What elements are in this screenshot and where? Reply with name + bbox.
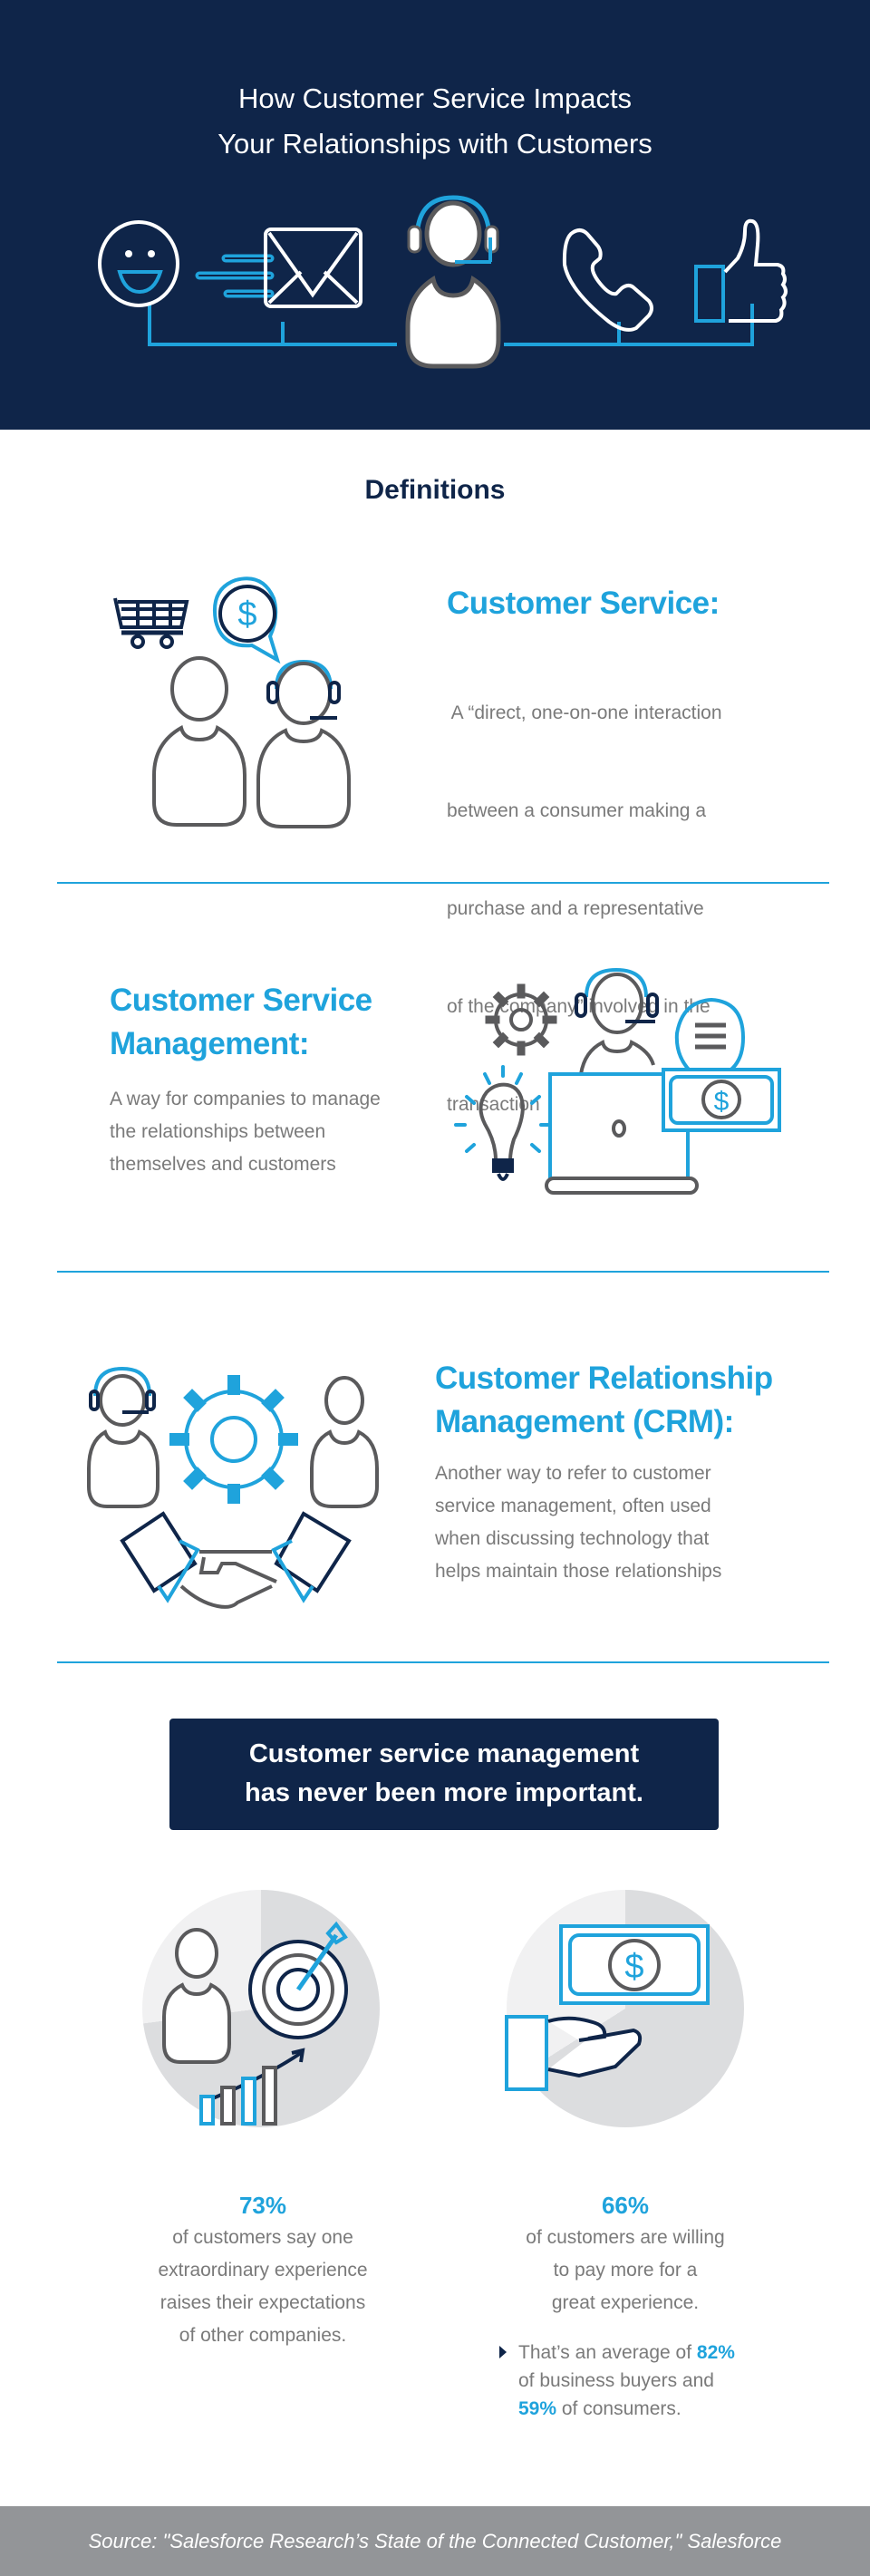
term-line: Management: bbox=[110, 1026, 310, 1061]
note-text: of consumers. bbox=[556, 2398, 682, 2419]
person-icon bbox=[162, 1928, 231, 2064]
note-line-3: 59% of consumers. bbox=[518, 2395, 735, 2423]
definition-line: when discussing technology that bbox=[435, 1528, 710, 1549]
stat-line: of other companies. bbox=[179, 2325, 347, 2346]
term-line: Customer Service bbox=[110, 983, 372, 1018]
definition-line: A “direct, one-on-one interaction bbox=[447, 702, 722, 723]
stat-line: raises their expectations bbox=[160, 2292, 366, 2313]
dollar-bill-icon: $ bbox=[559, 1924, 710, 2005]
note-line-2: of business buyers and bbox=[518, 2370, 714, 2391]
note-value-59: 59% bbox=[518, 2398, 557, 2419]
speech-bubble-icon bbox=[674, 997, 746, 1097]
definition-line: between a consumer making a bbox=[447, 800, 706, 821]
source-footer: Source: "Salesforce Research’s State of … bbox=[0, 2506, 870, 2576]
header-banner: How Customer Service Impacts Your Relati… bbox=[0, 0, 870, 430]
banner-line: has never been more important. bbox=[245, 1778, 643, 1807]
term-customer-service-management: Customer Service Management: bbox=[110, 979, 372, 1066]
definition-line: themselves and customers bbox=[110, 1154, 336, 1175]
section-divider bbox=[57, 1661, 829, 1663]
dollar-bill-icon: $ bbox=[662, 1068, 781, 1132]
term-line: Customer Relationship bbox=[435, 1361, 773, 1396]
growth-target-illustration bbox=[162, 1921, 348, 2126]
agent-person-icon bbox=[256, 659, 351, 828]
handshake-icon bbox=[120, 1511, 352, 1609]
open-hand-icon bbox=[505, 2015, 643, 2091]
section-divider bbox=[57, 1271, 829, 1273]
customer-service-illustration: $ bbox=[113, 576, 351, 828]
banner-line: Customer service management bbox=[248, 1739, 640, 1768]
stat-73: 73% of customers say one extraordinary e… bbox=[82, 2189, 444, 2352]
svg-text:$: $ bbox=[714, 1087, 730, 1117]
note-line-1: That’s an average of 82% bbox=[518, 2339, 735, 2367]
customer-person-icon bbox=[152, 656, 246, 827]
svg-text:$: $ bbox=[624, 1948, 643, 1986]
stat-note: That’s an average of 82% of business buy… bbox=[518, 2339, 735, 2423]
stat-line: to pay more for a bbox=[553, 2260, 698, 2281]
email-icon bbox=[195, 228, 362, 308]
svg-text:$: $ bbox=[237, 596, 256, 634]
crm-illustration bbox=[87, 1366, 379, 1609]
dollar-speech-bubble-icon: $ bbox=[213, 576, 281, 664]
stat-66: 66% of customers are willing to pay more… bbox=[444, 2189, 807, 2319]
definitions-heading: Definitions bbox=[364, 475, 506, 505]
connector-lines bbox=[148, 304, 754, 346]
term-crm: Customer Relationship Management (CRM): bbox=[435, 1357, 773, 1444]
phone-icon bbox=[562, 228, 653, 332]
gear-icon bbox=[485, 983, 557, 1056]
term-line: Management (CRM): bbox=[435, 1404, 734, 1439]
stat-line: of customers are willing bbox=[526, 2227, 725, 2248]
stat-line: of customers say one bbox=[172, 2227, 353, 2248]
definition-line: service management, often used bbox=[435, 1496, 711, 1516]
gear-icon bbox=[169, 1375, 298, 1504]
customer-service-management-illustration: $ bbox=[454, 967, 781, 1195]
stat-percent: 73% bbox=[238, 2192, 287, 2219]
lightbulb-icon bbox=[454, 1065, 552, 1181]
support-agent-icon bbox=[405, 195, 501, 369]
target-icon bbox=[248, 1921, 348, 2039]
callout-banner: Customer service management has never be… bbox=[169, 1719, 719, 1830]
customer-person-icon bbox=[310, 1376, 379, 1508]
section-divider bbox=[57, 882, 829, 884]
page-title-line-1: How Customer Service Impacts bbox=[237, 82, 633, 114]
shopping-cart-icon bbox=[113, 597, 189, 649]
stat-line: extraordinary experience bbox=[158, 2260, 368, 2281]
definition-line: A way for companies to manage bbox=[110, 1089, 381, 1109]
stat-line: great experience. bbox=[551, 2292, 700, 2313]
term-customer-service: Customer Service: bbox=[447, 586, 720, 621]
definition-crm: Another way to refer to customer service… bbox=[435, 1457, 721, 1588]
note-text: That’s an average of bbox=[518, 2342, 697, 2363]
thumbs-up-icon bbox=[694, 218, 788, 323]
smiley-icon bbox=[98, 220, 179, 307]
definition-line: the relationships between bbox=[110, 1121, 326, 1142]
bar-chart-arrow-icon bbox=[199, 2048, 305, 2126]
bullet-triangle-icon bbox=[499, 2346, 510, 2360]
stat-description: of customers are willing to pay more for… bbox=[444, 2222, 807, 2319]
note-value-82: 82% bbox=[696, 2342, 735, 2363]
page-title-line-2: Your Relationships with Customers bbox=[218, 128, 652, 160]
agent-person-icon bbox=[87, 1366, 160, 1508]
definition-line: purchase and a representative bbox=[447, 898, 704, 919]
stat-description: of customers say one extraordinary exper… bbox=[82, 2222, 444, 2352]
definition-line: Another way to refer to customer bbox=[435, 1463, 711, 1484]
definition-customer-service-management: A way for companies to manage the relati… bbox=[110, 1083, 381, 1181]
money-hand-illustration: $ bbox=[505, 1924, 710, 2091]
header-illustration bbox=[98, 195, 788, 369]
definition-line: helps maintain those relationships bbox=[435, 1561, 722, 1582]
stat-percent: 66% bbox=[601, 2192, 650, 2219]
